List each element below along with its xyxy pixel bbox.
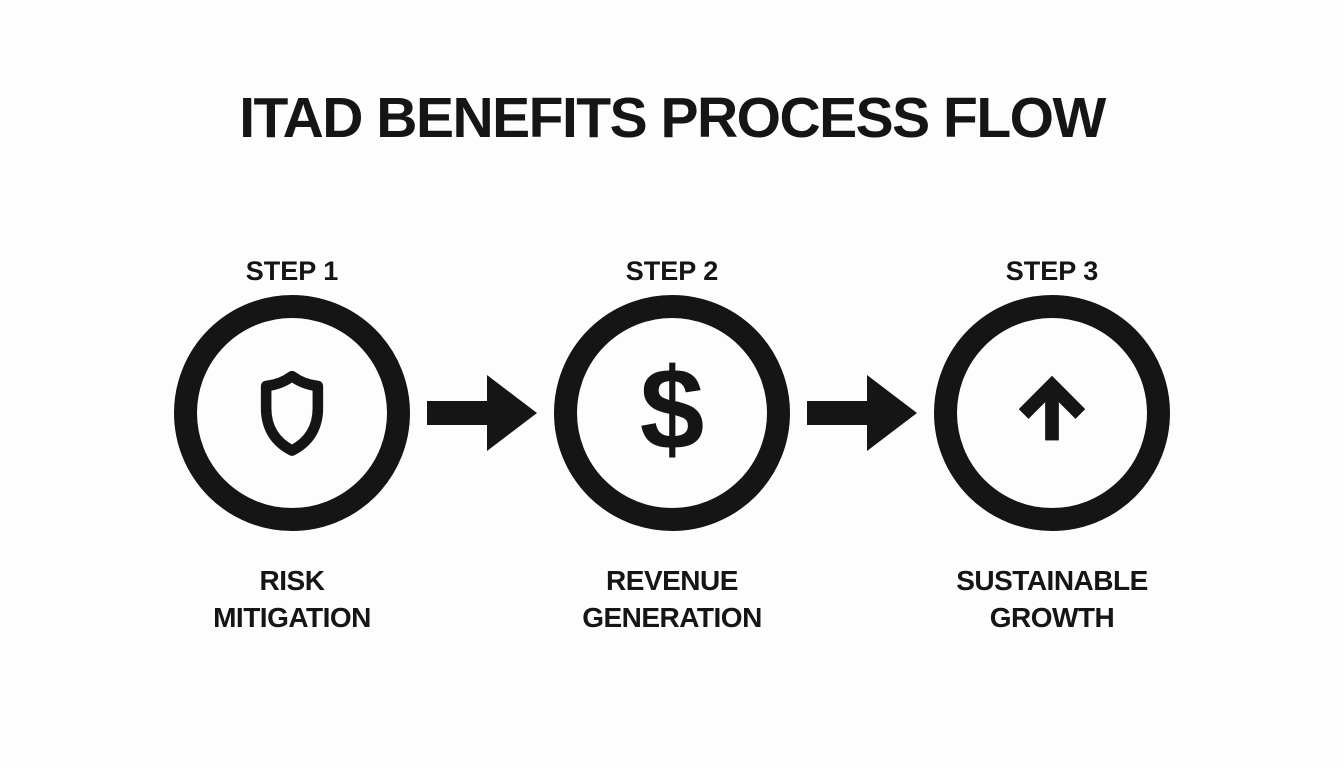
step-circle (174, 295, 410, 531)
dollar-sign-icon: $ (639, 344, 705, 474)
process-flow: STEP 1 RISK MITIGATION (0, 258, 1344, 636)
step-number-label: STEP 2 (625, 256, 719, 286)
arrow-right-icon (427, 371, 537, 455)
step-benefit-label: REVENUE GENERATION (582, 562, 762, 636)
flow-connector (412, 371, 552, 455)
shield-icon (245, 361, 339, 465)
flow-connector (792, 371, 932, 455)
benefit-label-line2: GENERATION (582, 602, 762, 633)
step-number-label: STEP 1 (245, 256, 339, 286)
step-revenue-generation: STEP 2 $ REVENUE GENERATION (552, 258, 792, 636)
page-title: ITAD BENEFITS PROCESS FLOW (239, 86, 1106, 150)
step-circle (934, 295, 1170, 531)
step-circle: $ (554, 295, 790, 531)
benefit-label-line1: RISK (259, 565, 325, 596)
benefit-label-line2: GROWTH (989, 602, 1115, 633)
step-benefit-label: SUSTAINABLE GROWTH (956, 562, 1148, 636)
step-sustainable-growth: STEP 3 SUSTAINABLE GROWTH (932, 258, 1172, 636)
arrow-up-icon (1005, 365, 1099, 461)
step-benefit-label: RISK MITIGATION (213, 562, 371, 636)
benefit-label-line1: SUSTAINABLE (956, 565, 1148, 596)
benefit-label-line1: REVENUE (606, 565, 738, 596)
step-number-label: STEP 3 (1005, 256, 1099, 286)
arrow-right-icon (807, 371, 917, 455)
benefit-label-line2: MITIGATION (213, 602, 371, 633)
step-risk-mitigation: STEP 1 RISK MITIGATION (172, 258, 412, 636)
